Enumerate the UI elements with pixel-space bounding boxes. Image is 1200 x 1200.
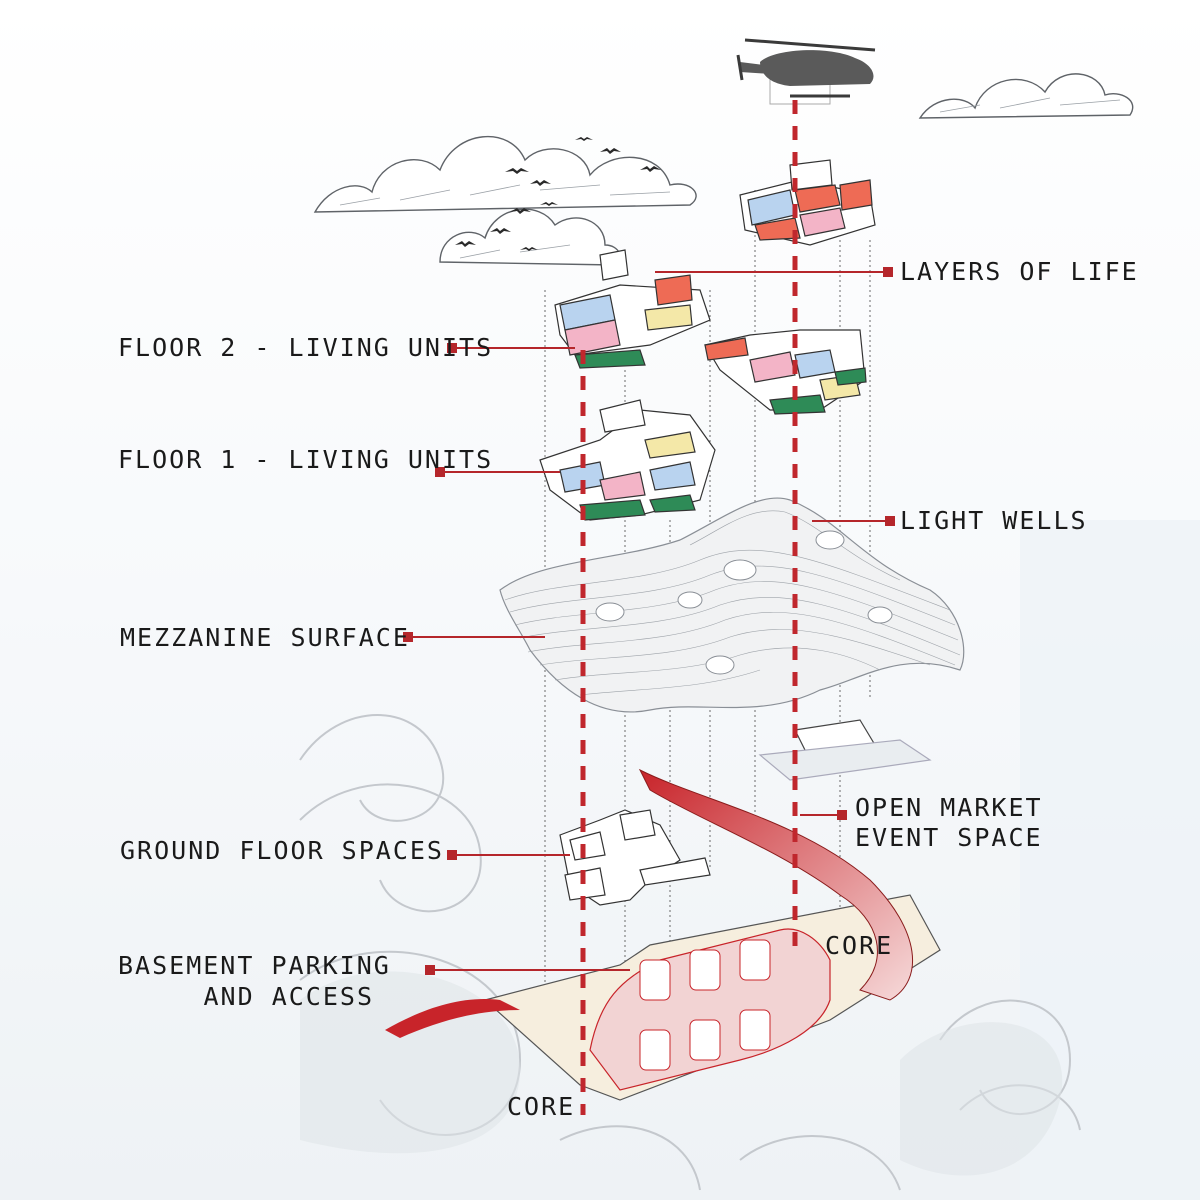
- label-basement-parking: BASEMENT PARKING: [118, 951, 391, 980]
- leader-lines: [403, 267, 895, 975]
- cloud-hatching: [339, 97, 1121, 259]
- wave-shade: [300, 971, 1063, 1176]
- label-floor-1: FLOOR 1 - LIVING UNITS: [118, 445, 494, 474]
- label-event-space: EVENT SPACE: [855, 823, 1043, 852]
- core-lines: [580, 100, 798, 1115]
- label-floor-2: FLOOR 2 - LIVING UNITS: [118, 333, 494, 362]
- label-open-market: OPEN MARKET: [855, 793, 1043, 822]
- roof-units: [739, 159, 876, 246]
- label-and-access: AND ACCESS: [203, 982, 374, 1011]
- label-light-wells: LIGHT WELLS: [900, 506, 1088, 535]
- label-core-right: CORE: [825, 931, 894, 960]
- floor2-right-units: [704, 329, 867, 415]
- open-market-units: [758, 719, 932, 781]
- label-core-left: CORE: [507, 1092, 576, 1121]
- basement-parking: [385, 768, 941, 1101]
- label-ground-floor: GROUND FLOOR SPACES: [120, 836, 444, 865]
- label-mezzanine-surface: MEZZANINE SURFACE: [120, 623, 410, 652]
- mezzanine-surface: [499, 497, 965, 713]
- floor2-left-units: [554, 249, 711, 369]
- label-layers-of-life: LAYERS OF LIFE: [900, 257, 1139, 286]
- helicopter-icon: [736, 38, 876, 105]
- cloud-icon: [313, 73, 1134, 266]
- ground-floor-units: [559, 809, 711, 906]
- bird-icon: [455, 137, 661, 251]
